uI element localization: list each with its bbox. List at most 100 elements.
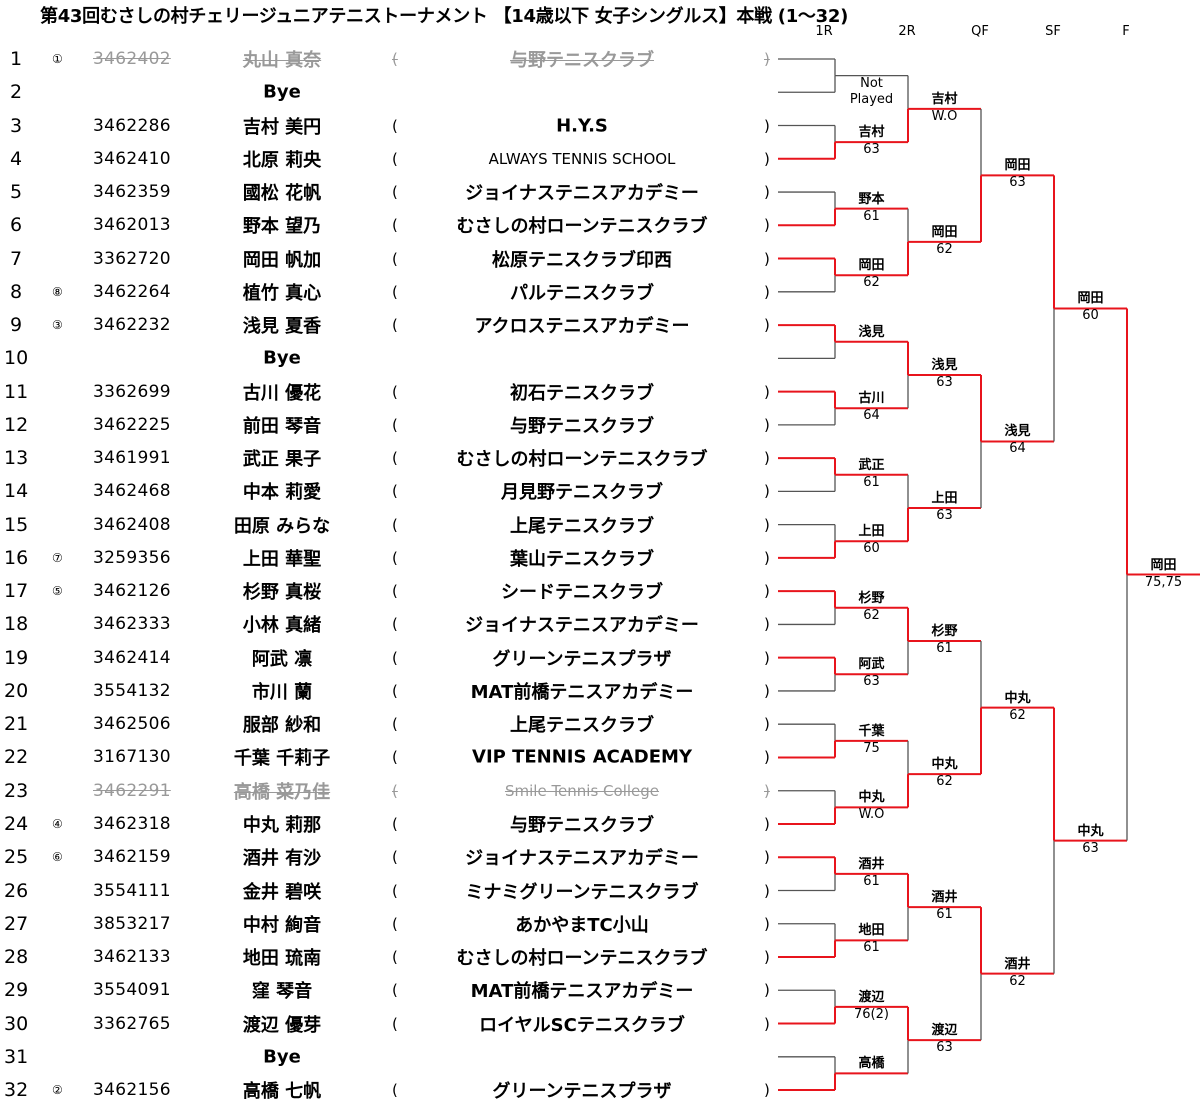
player-club: ジョイナステニスアカデミー <box>465 615 699 637</box>
match-score: 61 <box>936 641 953 657</box>
club-paren-open: ( <box>392 814 398 833</box>
match-score: 63 <box>936 374 953 390</box>
seed-badge: ⑤ <box>52 584 63 599</box>
match-result: 浅見 <box>858 325 884 343</box>
player-id: 3259356 <box>93 547 171 568</box>
player-club: むさしの村ローンテニスクラブ <box>456 449 708 471</box>
match-score: 62 <box>936 774 953 790</box>
player-club: 与野テニスクラブ <box>510 415 654 437</box>
bye-label: Bye <box>263 1046 301 1068</box>
draw-number: 6 <box>9 214 23 237</box>
player-id: 3462291 <box>93 780 171 801</box>
player-id: 3167130 <box>93 747 171 768</box>
draw-number: 9 <box>9 314 23 337</box>
match-winner-name: 中丸 <box>1004 690 1031 706</box>
club-paren-close: ) <box>764 249 770 268</box>
draw-number: 28 <box>4 946 29 969</box>
match-winner-name: 吉村 <box>858 125 885 141</box>
club-paren-close: ) <box>764 981 770 1000</box>
player-name: 丸山 真奈 <box>242 50 322 71</box>
seed-badge: ⑥ <box>52 850 63 865</box>
round-label-1r: 1R <box>815 24 833 39</box>
club-paren-open: ( <box>392 715 398 734</box>
player-club: 初石テニスクラブ <box>510 382 654 404</box>
match-winner-name: 酒井 <box>931 890 958 906</box>
player-id: 3462156 <box>93 1080 171 1101</box>
draw-number: 5 <box>9 181 23 204</box>
match-winner-name: 岡田 <box>1004 158 1031 174</box>
club-paren-close: ) <box>764 748 770 767</box>
draw-number: 22 <box>4 746 29 769</box>
club-paren-close: ) <box>764 415 770 434</box>
club-paren-close: ) <box>764 449 770 468</box>
club-paren-open: ( <box>392 948 398 967</box>
player-id: 3461991 <box>93 448 171 469</box>
player-club: 月見野テニスクラブ <box>501 482 663 504</box>
player-club: Smile Tennis College <box>504 781 660 800</box>
club-paren-close: ) <box>764 116 770 135</box>
club-paren-open: ( <box>392 316 398 335</box>
match-winner-name: 岡田 <box>858 258 885 274</box>
player-club: シードテニスクラブ <box>501 582 663 604</box>
player-id: 3462264 <box>93 281 171 302</box>
match-score: 63 <box>936 508 953 523</box>
match-winner-name: 中丸 <box>931 757 958 773</box>
draw-number: 4 <box>9 147 23 170</box>
draw-number: 14 <box>4 480 29 503</box>
player-id: 3462408 <box>93 514 171 535</box>
player-name: 上田 華聖 <box>242 548 322 570</box>
club-paren-close: ) <box>764 814 770 833</box>
match-score: 61 <box>936 907 953 923</box>
match-winner-name: 酒井 <box>858 856 885 872</box>
player-id: 3462286 <box>93 115 171 136</box>
club-paren-close: ) <box>764 515 770 534</box>
player-name: 中村 絢音 <box>242 914 322 936</box>
player-id: 3462402 <box>93 49 171 69</box>
draw-number: 11 <box>4 380 29 403</box>
club-paren-open: ( <box>392 1081 398 1100</box>
club-paren-open: ( <box>392 149 398 168</box>
match-score: 75 <box>863 740 880 756</box>
player-club: MAT前橋テニスアカデミー <box>470 981 694 1003</box>
round-label-2r: 2R <box>898 24 916 39</box>
club-paren-close: ) <box>764 183 770 202</box>
match-score: 62 <box>936 241 953 257</box>
player-name: 服部 紗和 <box>242 715 322 737</box>
player-club: 与野テニスクラブ <box>510 50 654 71</box>
match-winner-name: 千葉 <box>858 723 885 739</box>
club-paren-close: ) <box>764 149 770 168</box>
match-score: 64 <box>1009 441 1026 457</box>
player-name: 野本 望乃 <box>242 216 322 238</box>
player-id: 3362765 <box>93 1013 171 1034</box>
round-label-f: F <box>1122 24 1130 39</box>
player-name: 高橋 七帆 <box>242 1081 322 1103</box>
player-club: ロイヤルSCテニスクラブ <box>479 1014 685 1036</box>
club-paren-open: ( <box>392 50 398 68</box>
player-name: 市川 蘭 <box>251 681 313 703</box>
club-paren-open: ( <box>392 482 398 501</box>
club-paren-open: ( <box>392 981 398 1000</box>
